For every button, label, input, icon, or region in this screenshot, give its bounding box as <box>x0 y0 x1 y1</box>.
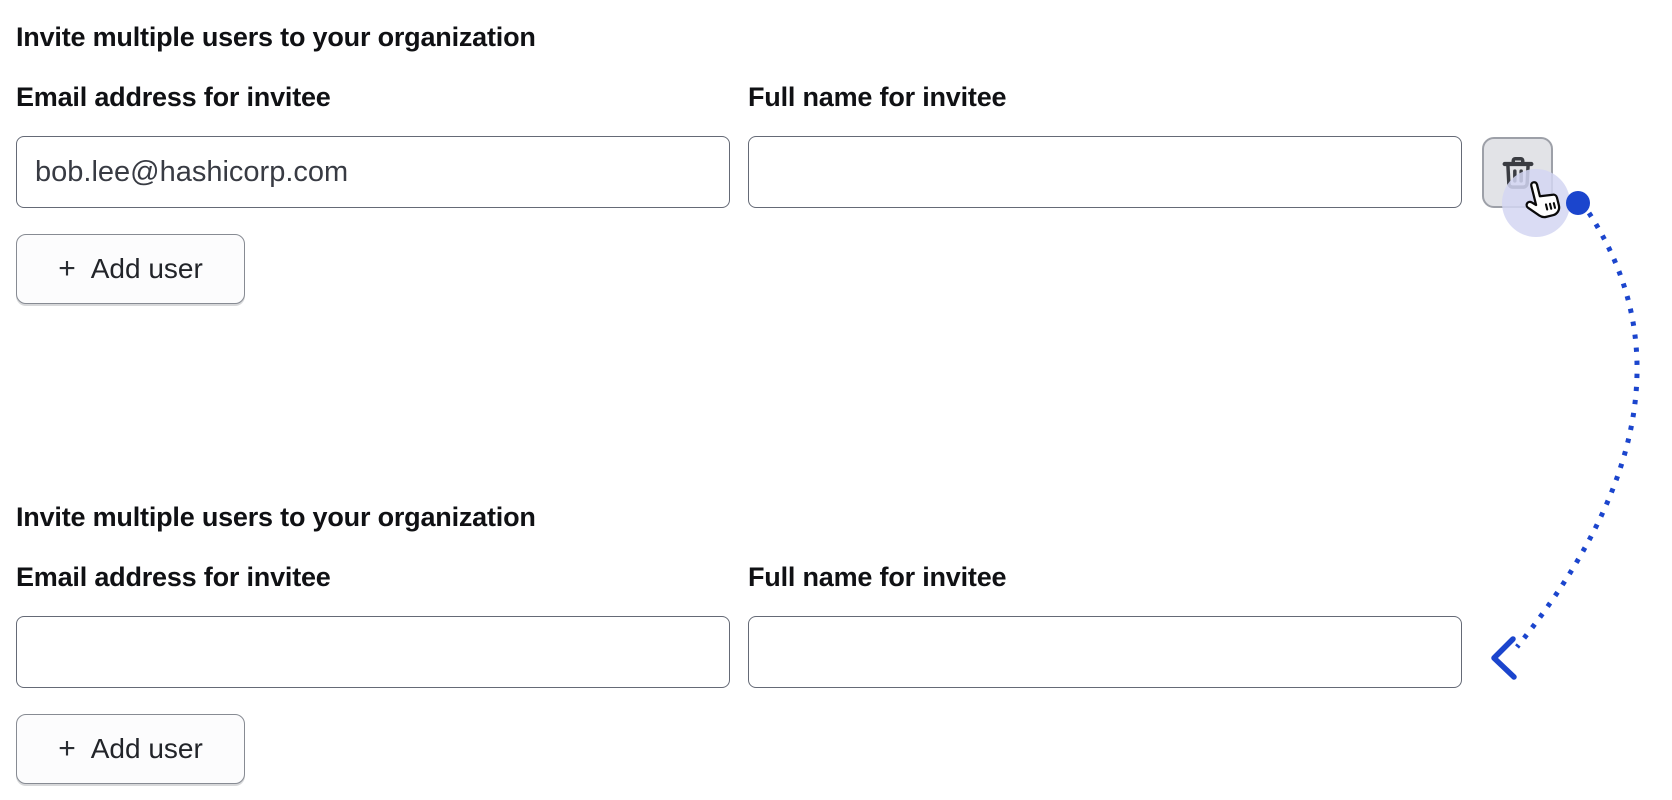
fullname-label: Full name for invitee <box>748 562 1007 592</box>
email-input[interactable] <box>16 136 730 208</box>
arrow-head-icon <box>1491 636 1517 680</box>
add-user-button[interactable]: + Add user <box>16 234 245 304</box>
plus-icon: + <box>58 252 76 285</box>
field-labels-row: Email address for invitee Full name for … <box>16 563 1462 591</box>
fullname-label: Full name for invitee <box>748 82 1007 112</box>
invite-form-after: Invite multiple users to your organizati… <box>16 480 1462 784</box>
dotted-arrow-arc <box>1515 211 1640 649</box>
section-heading: Invite multiple users to your organizati… <box>16 22 536 52</box>
section-heading: Invite multiple users to your organizati… <box>16 502 536 532</box>
email-label: Email address for invitee <box>16 562 331 592</box>
add-user-label: Add user <box>90 733 203 764</box>
fullname-input[interactable] <box>748 616 1462 688</box>
add-user-label: Add user <box>90 253 203 284</box>
field-inputs-row <box>16 136 1462 208</box>
delete-row-button[interactable] <box>1482 137 1553 208</box>
add-user-button[interactable]: + Add user <box>16 714 245 784</box>
field-labels-row: Email address for invitee Full name for … <box>16 83 1462 111</box>
field-inputs-row <box>16 616 1462 688</box>
fullname-input[interactable] <box>748 136 1462 208</box>
email-label: Email address for invitee <box>16 82 331 112</box>
email-input[interactable] <box>16 616 730 688</box>
trash-icon <box>1502 156 1533 189</box>
invite-form-before: Invite multiple users to your organizati… <box>16 0 1462 304</box>
plus-icon: + <box>58 732 76 765</box>
click-indicator-dot <box>1566 191 1590 215</box>
